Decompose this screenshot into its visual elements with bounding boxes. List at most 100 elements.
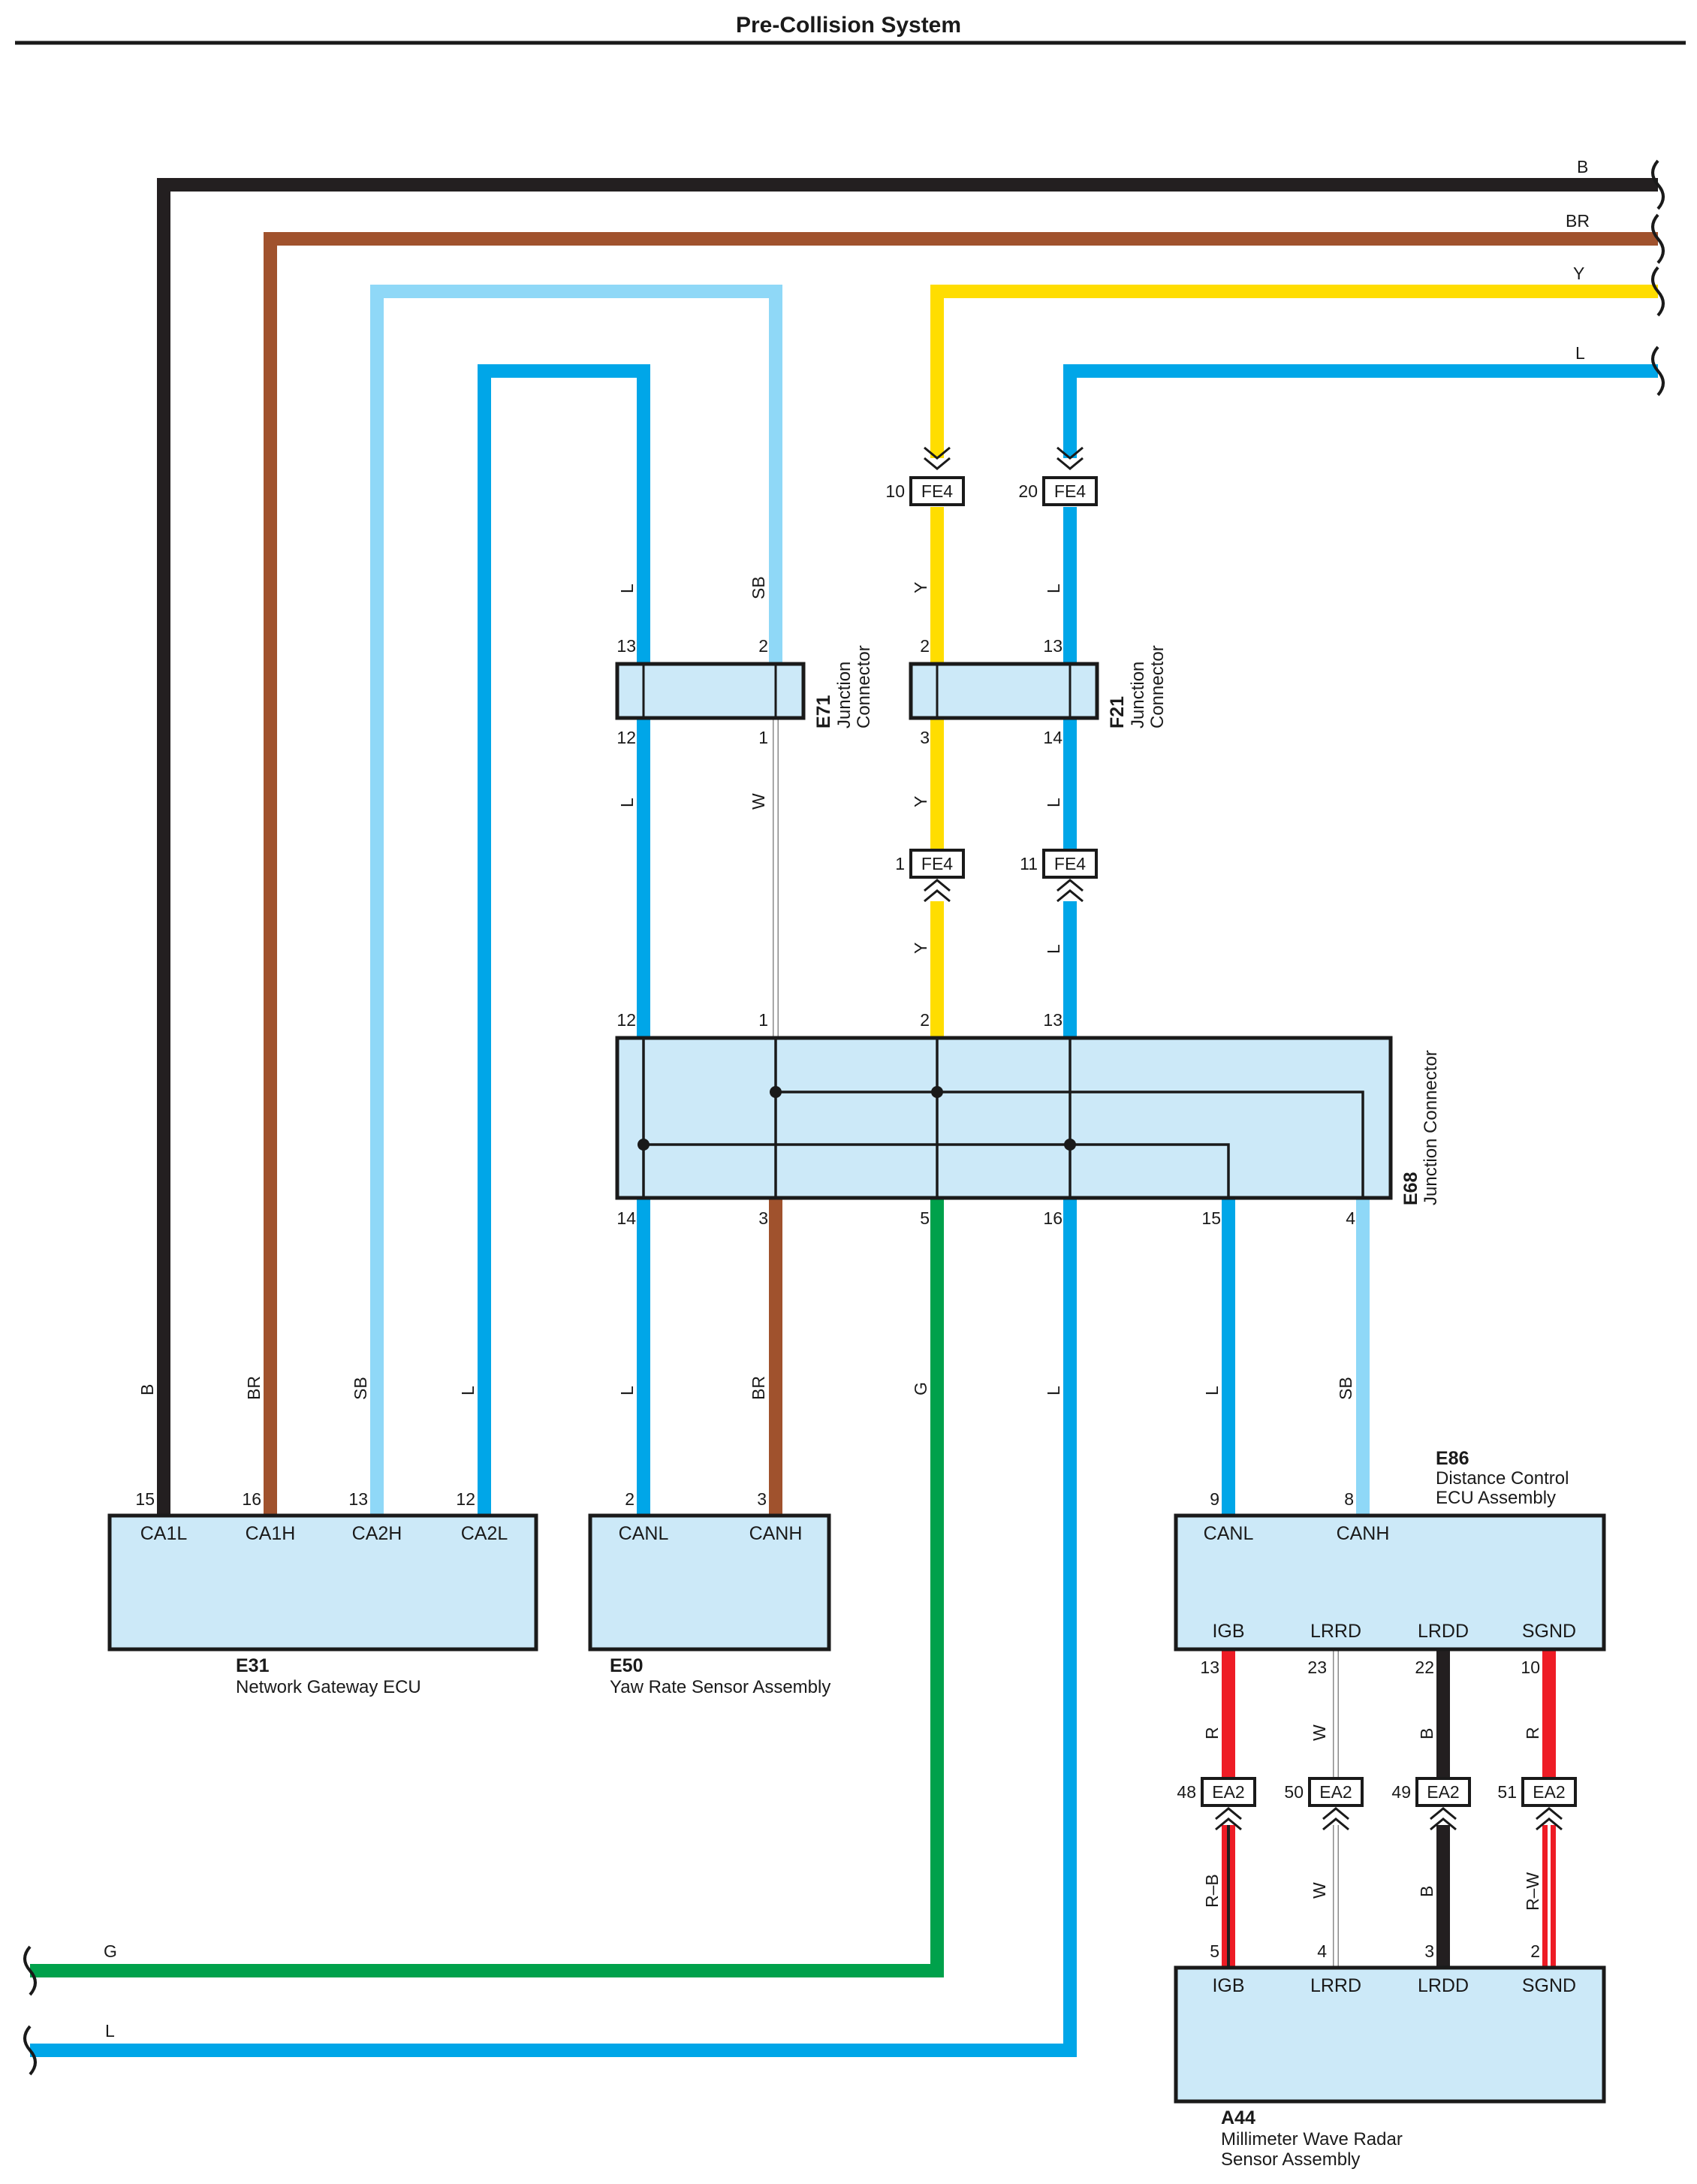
pin: 4 [1317,1941,1327,1961]
upper-wire-labels: L SB Y L [617,576,1063,599]
chevron-up-icon [1215,1807,1242,1831]
wire-label: SB [749,576,768,599]
terminal: IGB [1212,1975,1244,1996]
middle-wire-labels: L W Y L [617,793,1063,810]
component-e31: 15 16 13 12 CA1L CA1H CA2H CA2L E31 Netw… [107,1489,538,1697]
wire-sb-e31 [370,285,782,1516]
terminal: CA1H [246,1523,296,1544]
terminal: LRRD [1310,1621,1361,1642]
ea2-sgnd: EA2 51 [1497,1777,1577,1831]
fe4-pin: 20 [1018,481,1038,501]
break-l [1651,345,1665,397]
ea2-upper-wire-labels: R W B R [1202,1724,1542,1741]
pin: 2 [758,636,768,656]
fe4-label: FE4 [1054,481,1086,501]
chevron-up-icon [1536,1807,1563,1831]
harness-label-g: G [104,1941,117,1961]
wire-l-bottom [30,1198,1077,2057]
wire-label: B [1417,1728,1436,1739]
page-title: Pre-Collision System [736,13,961,38]
ea2-label: EA2 [1319,1782,1352,1802]
terminal: CA2L [461,1523,508,1544]
ea2-label: EA2 [1427,1782,1459,1802]
connector-code: F21 [1107,696,1128,729]
wire-label: L [1044,944,1063,954]
ea2-lrdd: EA2 49 [1391,1777,1471,1831]
wire-label: B [137,1384,157,1395]
chevron-up-icon [1430,1807,1457,1831]
pin: 12 [456,1489,475,1509]
terminal: LRDD [1418,1621,1469,1642]
terminal: SGND [1522,1621,1576,1642]
wire-label: L [617,584,637,593]
terminal: CANL [1204,1523,1254,1544]
chevron-up-icon [1322,1807,1349,1831]
terminal: IGB [1212,1621,1244,1642]
harness-label-br: BR [1566,211,1590,231]
ea2-igb: EA2 48 [1177,1777,1256,1831]
connector-code: E68 [1400,1172,1421,1205]
pin: 3 [758,1208,768,1228]
e68-splice-dots [638,1086,1076,1151]
break-y [1651,266,1665,317]
pin: 5 [1210,1941,1219,1961]
e68-internal-lines [642,1038,1364,1198]
lower-wire-labels: Y L [911,943,1063,954]
ea2-connectors: EA2 48 EA2 50 EA2 49 EA2 51 [1177,1777,1577,1831]
right-harness-breaks [1651,159,1665,397]
pin: 12 [616,1010,636,1030]
wire-label: L [617,798,637,807]
ea2-pin: 50 [1284,1782,1304,1802]
fe4-left-top: FE4 10 [885,446,965,506]
harness-label-b: B [1577,157,1588,176]
fe4-label: FE4 [1054,854,1086,873]
pin: 12 [616,728,636,747]
fe4-right-bottom: FE4 11 [1020,849,1098,903]
fe4-pin: 1 [895,854,905,873]
harness-label-l-left: L [105,2021,115,2041]
wire-label: BR [749,1376,768,1400]
terminal: CANL [619,1523,669,1544]
component-a44: 5 4 3 2 IGB LRRD LRDD SGND A44 Millimete… [1174,1941,1606,2170]
junction-e71: 13 2 12 1 E71 Junction Connector [615,636,874,747]
break-g [23,1945,37,1996]
pin: 13 [1043,1010,1063,1030]
ea2-pin: 48 [1177,1782,1196,1802]
pin: 2 [1530,1941,1540,1961]
fe4-pin: 11 [1020,854,1038,873]
chevron-down-icon [924,446,951,470]
break-b [1651,159,1665,210]
component-name: Sensor Assembly [1221,2149,1360,2170]
wire-label: L [458,1386,478,1395]
fe4-bottom-connectors: FE4 1 FE4 11 [895,849,1098,903]
left-harness-breaks [23,1945,37,2076]
ea2-pin: 51 [1497,1782,1517,1802]
wire-label: R–W [1523,1872,1542,1911]
pin: 2 [625,1489,634,1509]
fe4-label: FE4 [921,481,953,501]
pin: 10 [1521,1658,1540,1677]
pin: 8 [1344,1489,1354,1509]
component-name: Network Gateway ECU [236,1677,421,1697]
terminal: CANH [1337,1523,1390,1544]
wire-label: R–B [1202,1874,1222,1908]
wire-label: R [1202,1727,1222,1739]
component-name: Yaw Rate Sensor Assembly [610,1677,830,1697]
terminal: CA1L [140,1523,188,1544]
connector-name: Junction [834,662,855,729]
pin: 2 [920,636,930,656]
component-e50: 2 3 CANL CANH E50 Yaw Rate Sensor Assemb… [588,1489,831,1697]
component-name: ECU Assembly [1436,1488,1556,1508]
wire-label: R [1523,1727,1542,1739]
wire-label: L [1044,584,1063,593]
connector-code: E71 [813,695,834,729]
wire-g [30,1198,944,1977]
junction-f21: 2 13 3 14 F21 Junction Connector [909,636,1168,747]
pin: 13 [616,636,636,656]
ea2-lrrd: EA2 50 [1284,1777,1364,1831]
pin: 23 [1307,1658,1327,1677]
terminal: LRRD [1310,1975,1361,1996]
fe4-pin: 10 [885,481,905,501]
component-e86: E86 Distance Control ECU Assembly 9 8 CA… [1174,1448,1606,1677]
